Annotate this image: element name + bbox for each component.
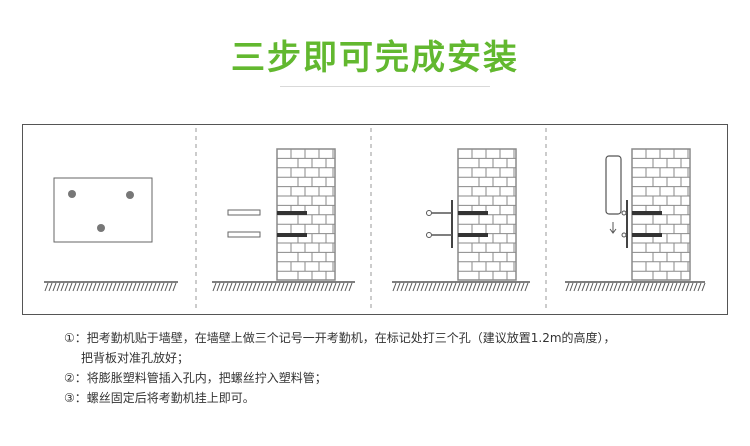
step3-ground	[392, 281, 530, 292]
step-dividers	[195, 128, 547, 310]
step2-ground	[212, 281, 355, 292]
step4-wall	[631, 148, 691, 281]
instruction-step2: ②：将膨胀塑料管插入孔内，把螺丝拧入塑料管；	[64, 371, 327, 385]
step1-ground	[44, 281, 178, 292]
step4-ground	[565, 281, 706, 292]
instruction-step3: ③：螺丝固定后将考勤机挂上即可。	[64, 391, 255, 405]
page-title: 三步即可完成安装	[231, 38, 519, 78]
step4-device	[605, 155, 662, 248]
diagram-frame	[22, 124, 728, 315]
step1-backplate	[53, 177, 153, 243]
instructions: ①：把考勤机贴于墙壁，在墙壁上做三个记号一开考勤机，在标记处打三个孔（建议放置1…	[64, 328, 724, 408]
instruction-step1-cont: 把背板对准孔放好；	[81, 351, 190, 365]
instruction-step1: ①：把考勤机贴于墙壁，在墙壁上做三个记号一开考勤机，在标记处打三个孔（建议放置1…	[64, 331, 616, 345]
step2-anchors	[227, 209, 307, 238]
title-underline	[280, 86, 490, 87]
step3-screws	[426, 200, 488, 248]
